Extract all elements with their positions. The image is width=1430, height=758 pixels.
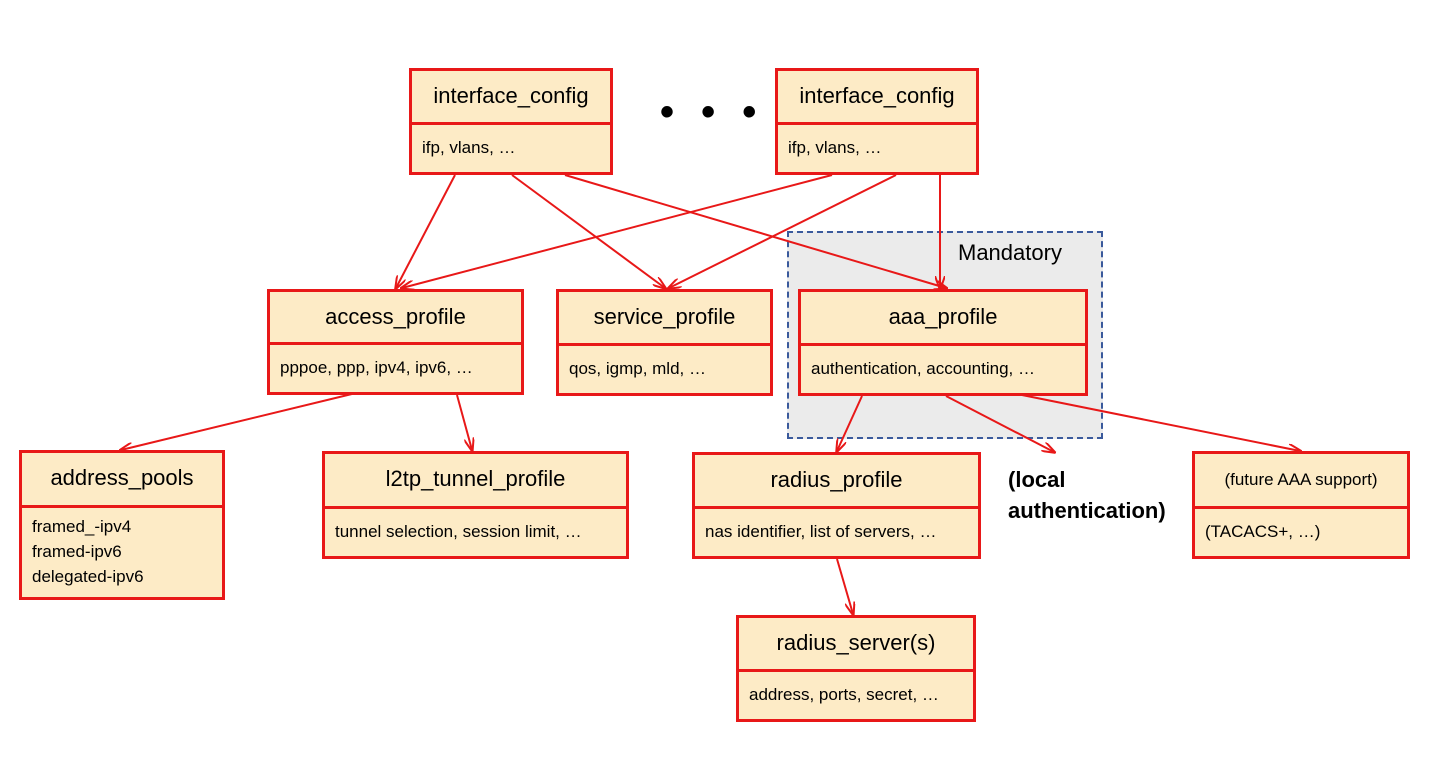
local-authentication-line: authentication) [1008,498,1166,523]
node-title: interface_config [778,71,976,125]
local-authentication-line: (local [1008,467,1066,492]
node-body-line: pppoe, ppp, ipv4, ipv6, … [280,358,473,377]
address-pools-node: address_pools framed_-ipv4 framed-ipv6 d… [19,450,225,600]
node-body: pppoe, ppp, ipv4, ipv6, … [270,345,521,380]
node-title: service_profile [559,292,770,346]
radius-profile-node: radius_profile nas identifier, list of s… [692,452,981,559]
node-body: (TACACS+, …) [1195,509,1407,544]
node-body-line: delegated-ipv6 [32,567,144,586]
node-body: address, ports, secret, … [739,672,973,707]
arrow-access-to-l2tp [456,394,472,450]
node-body: tunnel selection, session limit, … [325,509,626,544]
mandatory-label: Mandatory [958,240,1062,265]
node-body-line: ifp, vlans, … [422,138,516,157]
l2tp-tunnel-profile-node: l2tp_tunnel_profile tunnel selection, se… [322,451,629,559]
node-body: ifp, vlans, … [778,125,976,160]
node-body-line: qos, igmp, mld, … [569,359,706,378]
node-title: interface_config [412,71,610,125]
future-aaa-support-node: (future AAA support) (TACACS+, …) [1192,451,1410,559]
node-body-line: tunnel selection, session limit, … [335,522,582,541]
arrow-ifc2-to-access-profile [402,174,833,288]
aaa-profile-node: aaa_profile authentication, accounting, … [798,289,1088,396]
access-profile-node: access_profile pppoe, ppp, ipv4, ipv6, … [267,289,524,395]
interface-config-node: interface_config ifp, vlans, … [409,68,613,175]
local-authentication-label: (local authentication) [1008,464,1166,526]
ellipsis: • • • [660,90,765,134]
arrow-access-to-address-pools [121,392,357,450]
node-title: radius_server(s) [739,618,973,672]
node-body: nas identifier, list of servers, … [695,509,978,544]
node-body-line: ifp, vlans, … [788,138,882,157]
node-body-line: nas identifier, list of servers, … [705,522,937,541]
service-profile-node: service_profile qos, igmp, mld, … [556,289,773,396]
node-body: ifp, vlans, … [412,125,610,160]
node-body-line: framed_-ipv4 [32,517,132,536]
node-title: aaa_profile [801,292,1085,346]
node-title: (future AAA support) [1195,454,1407,509]
radius-servers-node: radius_server(s) address, ports, secret,… [736,615,976,722]
node-body-line: framed-ipv6 [32,542,122,561]
arrow-radius-profile-to-servers [836,558,853,614]
node-body: authentication, accounting, … [801,346,1085,381]
node-body-line: (TACACS+, …) [1205,522,1321,541]
node-body: qos, igmp, mld, … [559,346,770,381]
node-body-line: authentication, accounting, … [811,359,1035,378]
node-body-line: address, ports, secret, … [749,685,939,704]
node-body: framed_-ipv4 framed-ipv6 delegated-ipv6 [22,508,222,589]
arrow-ifc1-to-service-profile [511,174,665,288]
node-title: l2tp_tunnel_profile [325,454,626,509]
node-title: address_pools [22,453,222,508]
node-title: access_profile [270,292,521,345]
interface-config-node: interface_config ifp, vlans, … [775,68,979,175]
node-title: radius_profile [695,455,978,509]
arrow-ifc1-to-access-profile [396,174,456,288]
